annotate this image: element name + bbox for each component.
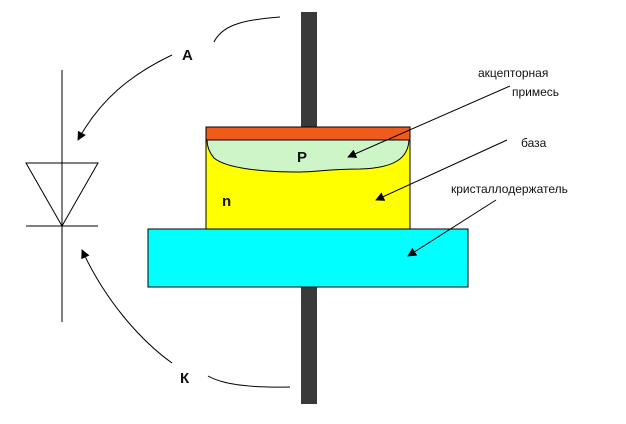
cathode-leader-line — [207, 375, 291, 388]
n-region-label: n — [222, 193, 231, 210]
cathode-label: К — [180, 370, 190, 387]
crystal-holder — [147, 228, 469, 288]
diode-symbol — [25, 70, 99, 322]
base-label: база — [521, 136, 547, 150]
anode-arrow — [77, 54, 173, 141]
acceptor-label-line1: акцепторная — [478, 66, 548, 80]
holder-label: кристаллодержатель — [451, 182, 568, 196]
acceptor-label-line2: примесь — [512, 85, 559, 99]
anode-label: A — [182, 47, 193, 64]
anode-leader-line — [213, 16, 281, 43]
p-region — [206, 139, 410, 173]
holder-arrow — [407, 199, 497, 257]
top-contact — [205, 126, 411, 141]
acceptor-arrow — [347, 85, 511, 158]
p-region-label: P — [297, 149, 307, 166]
cathode-arrow — [81, 249, 173, 364]
base-arrow — [375, 139, 508, 201]
